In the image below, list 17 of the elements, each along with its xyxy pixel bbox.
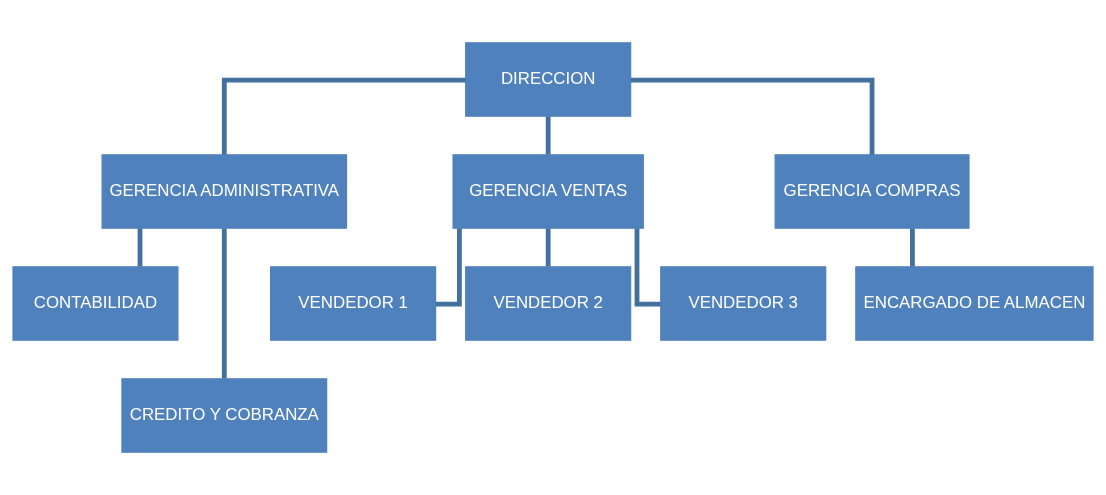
connector <box>221 228 227 379</box>
connector <box>910 228 915 267</box>
node-box: GERENCIA VENTAS <box>452 154 644 229</box>
connector <box>630 77 875 155</box>
connector <box>137 228 143 267</box>
node-box: CREDITO Y COBRANZA <box>121 378 328 453</box>
node-box: ENCARGADO DE ALMACEN <box>855 266 1094 341</box>
connector <box>221 77 466 155</box>
connector <box>545 228 551 267</box>
node-box: DIRECCION <box>465 42 632 117</box>
node-box: CONTABILIDAD <box>12 266 179 341</box>
node-box: VENDEDOR 3 <box>660 266 827 341</box>
node-box: GERENCIA COMPRAS <box>774 154 970 229</box>
node-box: VENDEDOR 1 <box>270 266 437 341</box>
connector <box>545 116 551 155</box>
node-box: VENDEDOR 2 <box>465 266 632 341</box>
node-box: GERENCIA ADMINISTRATIVA <box>101 154 348 229</box>
